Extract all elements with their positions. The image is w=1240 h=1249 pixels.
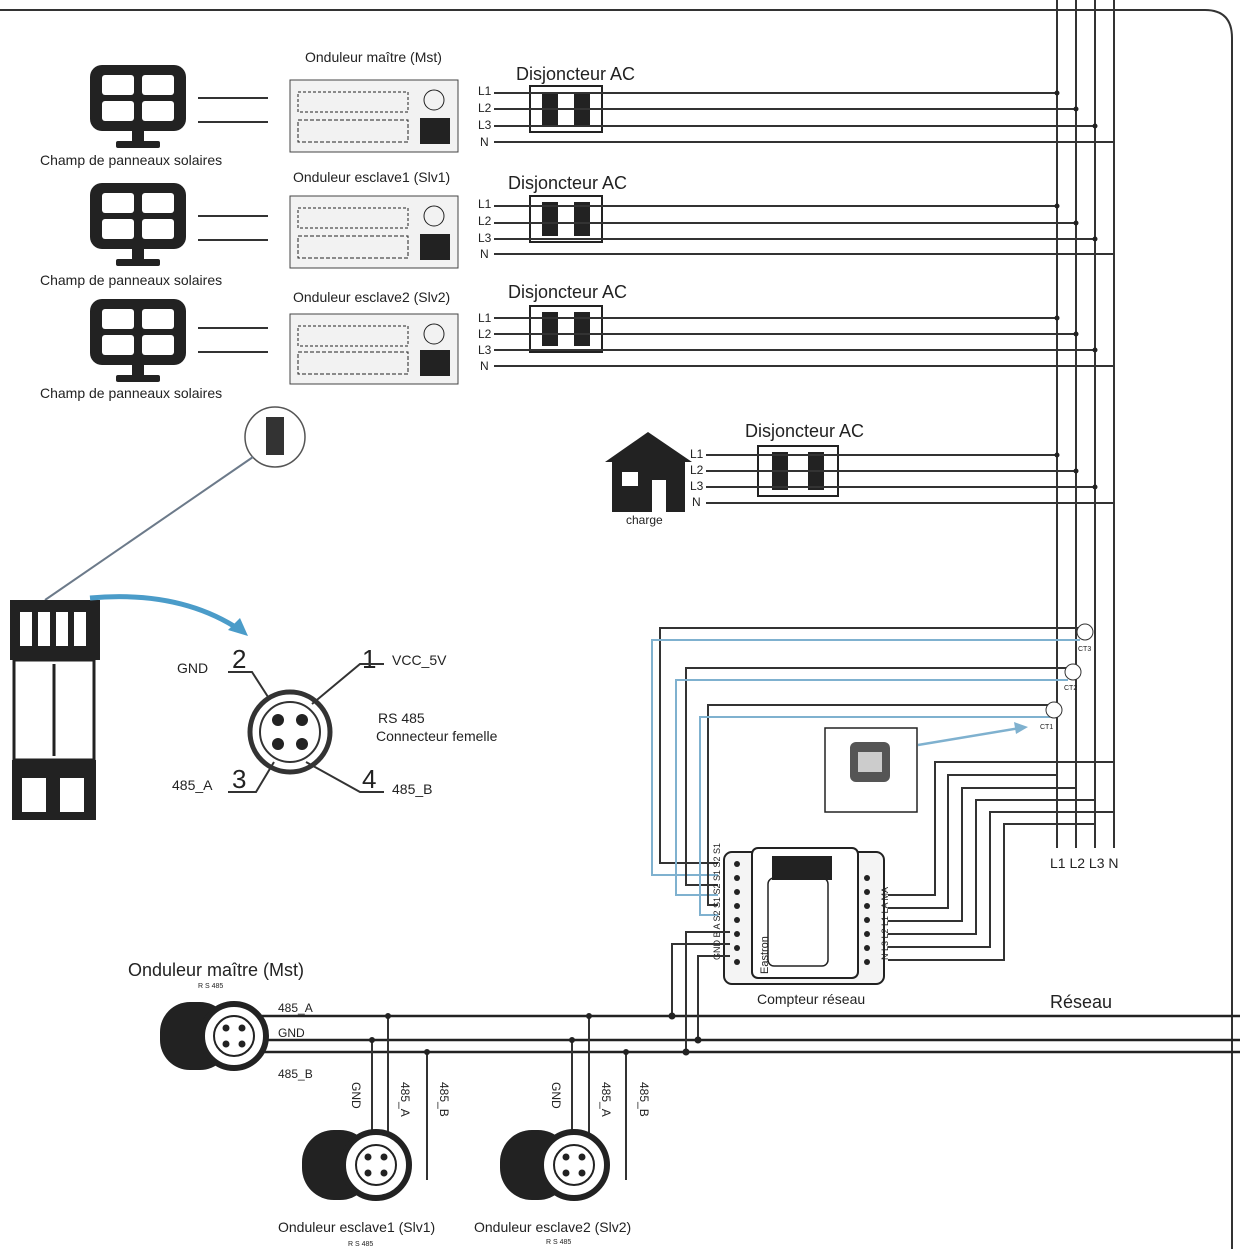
inverter-row-1: Champ de panneaux solaires Onduleur maît… xyxy=(40,49,1114,168)
grid-label: Réseau xyxy=(1050,992,1112,1012)
slave2-485a-label: 485_A xyxy=(599,1082,613,1117)
slave1-rs-label: R S 485 xyxy=(348,1241,373,1248)
slave2-rs485: GND 485_A 485_B Onduleur esclave2 (Slv2)… xyxy=(474,1013,651,1246)
panel-label: Champ de panneaux solaires xyxy=(40,272,222,288)
breaker-label: Disjoncteur AC xyxy=(516,64,635,84)
inverter-name: Onduleur maître (Mst) xyxy=(305,49,442,65)
load-breaker-label: Disjoncteur AC xyxy=(745,421,864,441)
pin-3-label: 485_A xyxy=(172,777,213,793)
solar-panel-icon xyxy=(90,65,186,148)
bus-485a-label: 485_A xyxy=(278,1001,313,1015)
inverter-row-3: Champ de panneaux solaires Onduleur escl… xyxy=(40,282,1114,401)
svg-text:L1: L1 xyxy=(690,447,704,461)
solar-panel-icon xyxy=(90,299,186,382)
svg-text:L1: L1 xyxy=(478,84,492,98)
frame xyxy=(0,9,1233,1249)
bus-gnd-label: GND xyxy=(278,1026,305,1040)
pin-3-number: 3 xyxy=(232,764,246,794)
slave2-gnd-label: GND xyxy=(549,1082,563,1109)
breaker-icon xyxy=(529,195,603,243)
pin-4-number: 4 xyxy=(362,764,376,794)
meter-left-terminals: GND B A S2 S1 S2 S1 S2 S1 xyxy=(712,843,722,960)
inverter-row-2: Champ de panneaux solaires Onduleur escl… xyxy=(40,169,1114,288)
svg-text:L3: L3 xyxy=(478,118,492,132)
ct-clamp-icon xyxy=(1045,623,1094,719)
plug-icon xyxy=(10,600,100,820)
master-rs-label: R S 485 xyxy=(198,983,223,990)
svg-text:L2: L2 xyxy=(478,327,492,341)
ct2-label: CT2 xyxy=(1064,685,1077,692)
inverter-name: Onduleur esclave2 (Slv2) xyxy=(293,289,450,305)
svg-text:L1: L1 xyxy=(478,311,492,325)
slave1-485b-label: 485_B xyxy=(437,1082,451,1117)
breaker-label: Disjoncteur AC xyxy=(508,173,627,193)
grid-bus-label: L1 L2 L3 N xyxy=(1050,855,1119,871)
grid-bus: L1 L2 L3 N xyxy=(1050,0,1119,871)
house-icon xyxy=(605,432,692,512)
slave2-485b-label: 485_B xyxy=(637,1082,651,1117)
arrow-icon xyxy=(89,594,242,633)
slave2-rs-label: R S 485 xyxy=(546,1239,571,1246)
female-connector-icon xyxy=(247,689,333,775)
inverter-icon xyxy=(289,195,459,269)
meter-bus-wiring xyxy=(888,761,1114,961)
svg-text:N: N xyxy=(480,135,489,149)
master-rs485: Onduleur maître (Mst) R S 485 xyxy=(128,960,304,1071)
connector-subtitle: Connecteur femelle xyxy=(376,728,498,744)
svg-text:L3: L3 xyxy=(478,231,492,245)
svg-text:L2: L2 xyxy=(690,463,704,477)
bus-485b-label: 485_B xyxy=(278,1067,313,1081)
pin-1-number: 1 xyxy=(362,644,376,674)
inverter-name: Onduleur esclave1 (Slv1) xyxy=(293,169,450,185)
connector-pin-icon xyxy=(266,417,284,455)
breaker-label: Disjoncteur AC xyxy=(508,282,627,302)
svg-text:L3: L3 xyxy=(690,479,704,493)
master-label: Onduleur maître (Mst) xyxy=(128,960,304,980)
svg-text:L3: L3 xyxy=(478,343,492,357)
svg-text:N: N xyxy=(692,495,701,509)
slave1-485a-label: 485_A xyxy=(398,1082,412,1117)
svg-text:N: N xyxy=(480,247,489,261)
connector-title: RS 485 xyxy=(378,710,425,726)
meter-right-terminals: N L3 L2 L1 LA MA xyxy=(880,887,890,960)
meter-label: Compteur réseau xyxy=(757,991,865,1007)
rs485-connector-detail: 2 1 3 4 GND VCC_5V 485_A 485_B RS 485 Co… xyxy=(10,406,498,820)
inverter-icon xyxy=(289,313,459,385)
slave1-rs485: GND 485_A 485_B Onduleur esclave1 (Slv1)… xyxy=(278,1013,451,1248)
breaker-icon xyxy=(529,305,603,353)
svg-text:L2: L2 xyxy=(478,101,492,115)
panel-label: Champ de panneaux solaires xyxy=(40,152,222,168)
svg-text:L1: L1 xyxy=(478,197,492,211)
ct-photo xyxy=(824,727,918,813)
svg-text:L2: L2 xyxy=(478,214,492,228)
load-label: charge xyxy=(626,513,663,527)
slave2-label: Onduleur esclave2 (Slv2) xyxy=(474,1219,631,1235)
slave1-gnd-label: GND xyxy=(349,1082,363,1109)
ct1-label: CT1 xyxy=(1040,724,1053,731)
panel-label: Champ de panneaux solaires xyxy=(40,385,222,401)
pin-4-label: 485_B xyxy=(392,781,432,797)
inverter-icon xyxy=(289,79,459,153)
solar-panel-icon xyxy=(90,183,186,266)
meter-brand: Eastron xyxy=(759,936,771,974)
pin-2-label: GND xyxy=(177,660,208,676)
grid-meter: Eastron GND B A S2 S1 S2 S1 S2 S1 N L3 L… xyxy=(712,843,890,1007)
pin-2-number: 2 xyxy=(232,644,246,674)
ct-wiring: CT3 CT2 CT1 xyxy=(651,623,1094,916)
rs485-bus: Réseau 485_A GND 485_B xyxy=(262,931,1240,1081)
ct3-label: CT3 xyxy=(1078,646,1091,653)
slave1-label: Onduleur esclave1 (Slv1) xyxy=(278,1219,435,1235)
svg-text:N: N xyxy=(480,359,489,373)
pin-1-label: VCC_5V xyxy=(392,652,447,668)
